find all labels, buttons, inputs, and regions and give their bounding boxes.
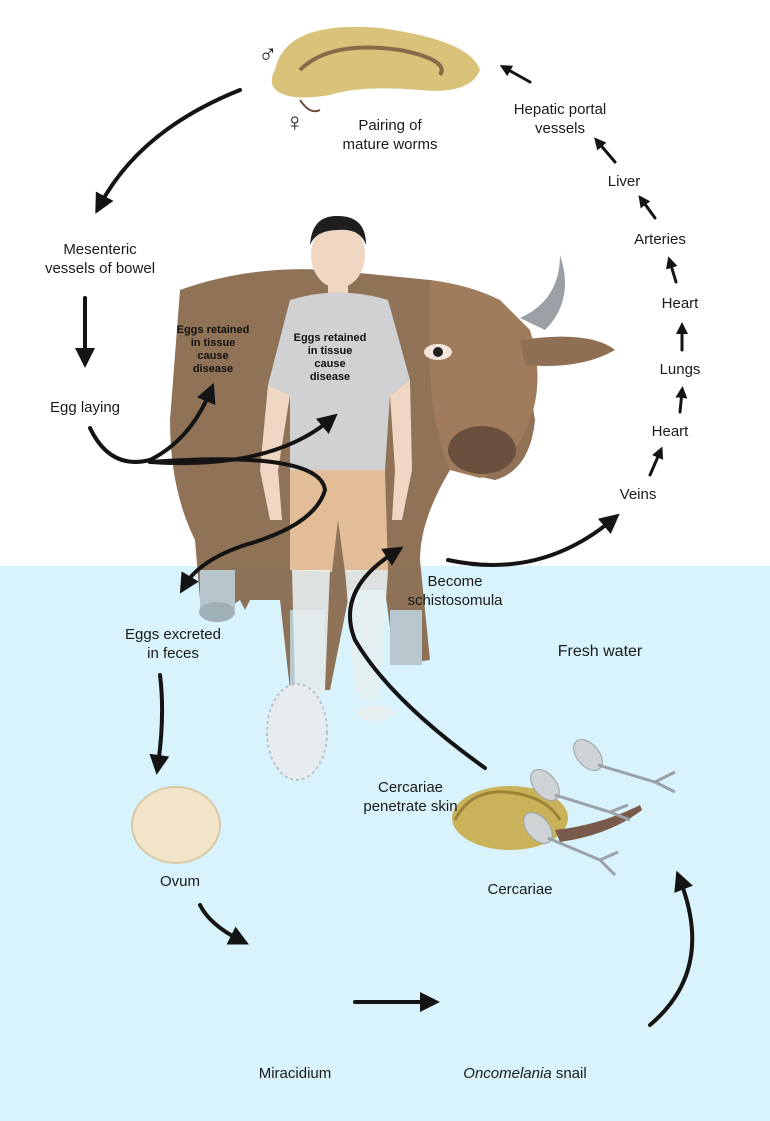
- label-cercariae: Cercariae: [470, 880, 570, 899]
- label-become-schistosomula: Become schistosomula: [395, 572, 515, 610]
- label-hepatic-portal: Hepatic portal vessels: [495, 100, 625, 138]
- snail-genus-text: Oncomelania: [463, 1065, 551, 1082]
- label-pairing: Pairing of mature worms: [330, 116, 450, 154]
- arrow-veins-to-heart: [650, 452, 660, 475]
- female-symbol: ♀: [285, 108, 305, 136]
- label-heart-lower: Heart: [640, 422, 700, 441]
- label-eggs-excreted: Eggs excreted in feces: [108, 625, 238, 663]
- mature-worms-illustration: [272, 27, 480, 111]
- label-cercariae-penetrate: Cercariae penetrate skin: [348, 778, 473, 816]
- label-eggs-retained-cow: Eggs retained in tissue cause disease: [168, 324, 258, 376]
- arrow-heart-to-lungs: [680, 392, 682, 412]
- arrow-liver-to-portal: [598, 142, 615, 162]
- label-ovum: Ovum: [150, 872, 210, 891]
- label-arteries: Arteries: [620, 230, 700, 249]
- arrow-heart-to-arteries: [670, 262, 676, 282]
- label-veins: Veins: [608, 485, 668, 504]
- label-lungs: Lungs: [650, 360, 710, 379]
- arrow-worms-to-mesenteric: [100, 90, 240, 205]
- label-mesenteric: Mesenteric vessels of bowel: [30, 240, 170, 278]
- label-heart-upper: Heart: [650, 294, 710, 313]
- label-liver: Liver: [594, 172, 654, 191]
- label-egg-laying: Egg laying: [30, 398, 140, 417]
- label-oncomelania-snail: Oncomelania snail: [450, 1064, 600, 1083]
- label-eggs-retained-man: Eggs retained in tissue cause disease: [285, 332, 375, 384]
- arrow-portal-to-worms: [505, 68, 530, 82]
- miracidium-illustration: [267, 684, 327, 780]
- arrow-schistosomula-to-veins: [448, 520, 612, 565]
- male-symbol: ♂: [258, 40, 278, 68]
- label-fresh-water: Fresh water: [550, 642, 650, 661]
- snail-word-text: snail: [552, 1065, 587, 1082]
- ovum-illustration: [132, 787, 220, 863]
- arrow-arteries-to-liver: [642, 200, 655, 218]
- label-miracidium: Miracidium: [245, 1064, 345, 1083]
